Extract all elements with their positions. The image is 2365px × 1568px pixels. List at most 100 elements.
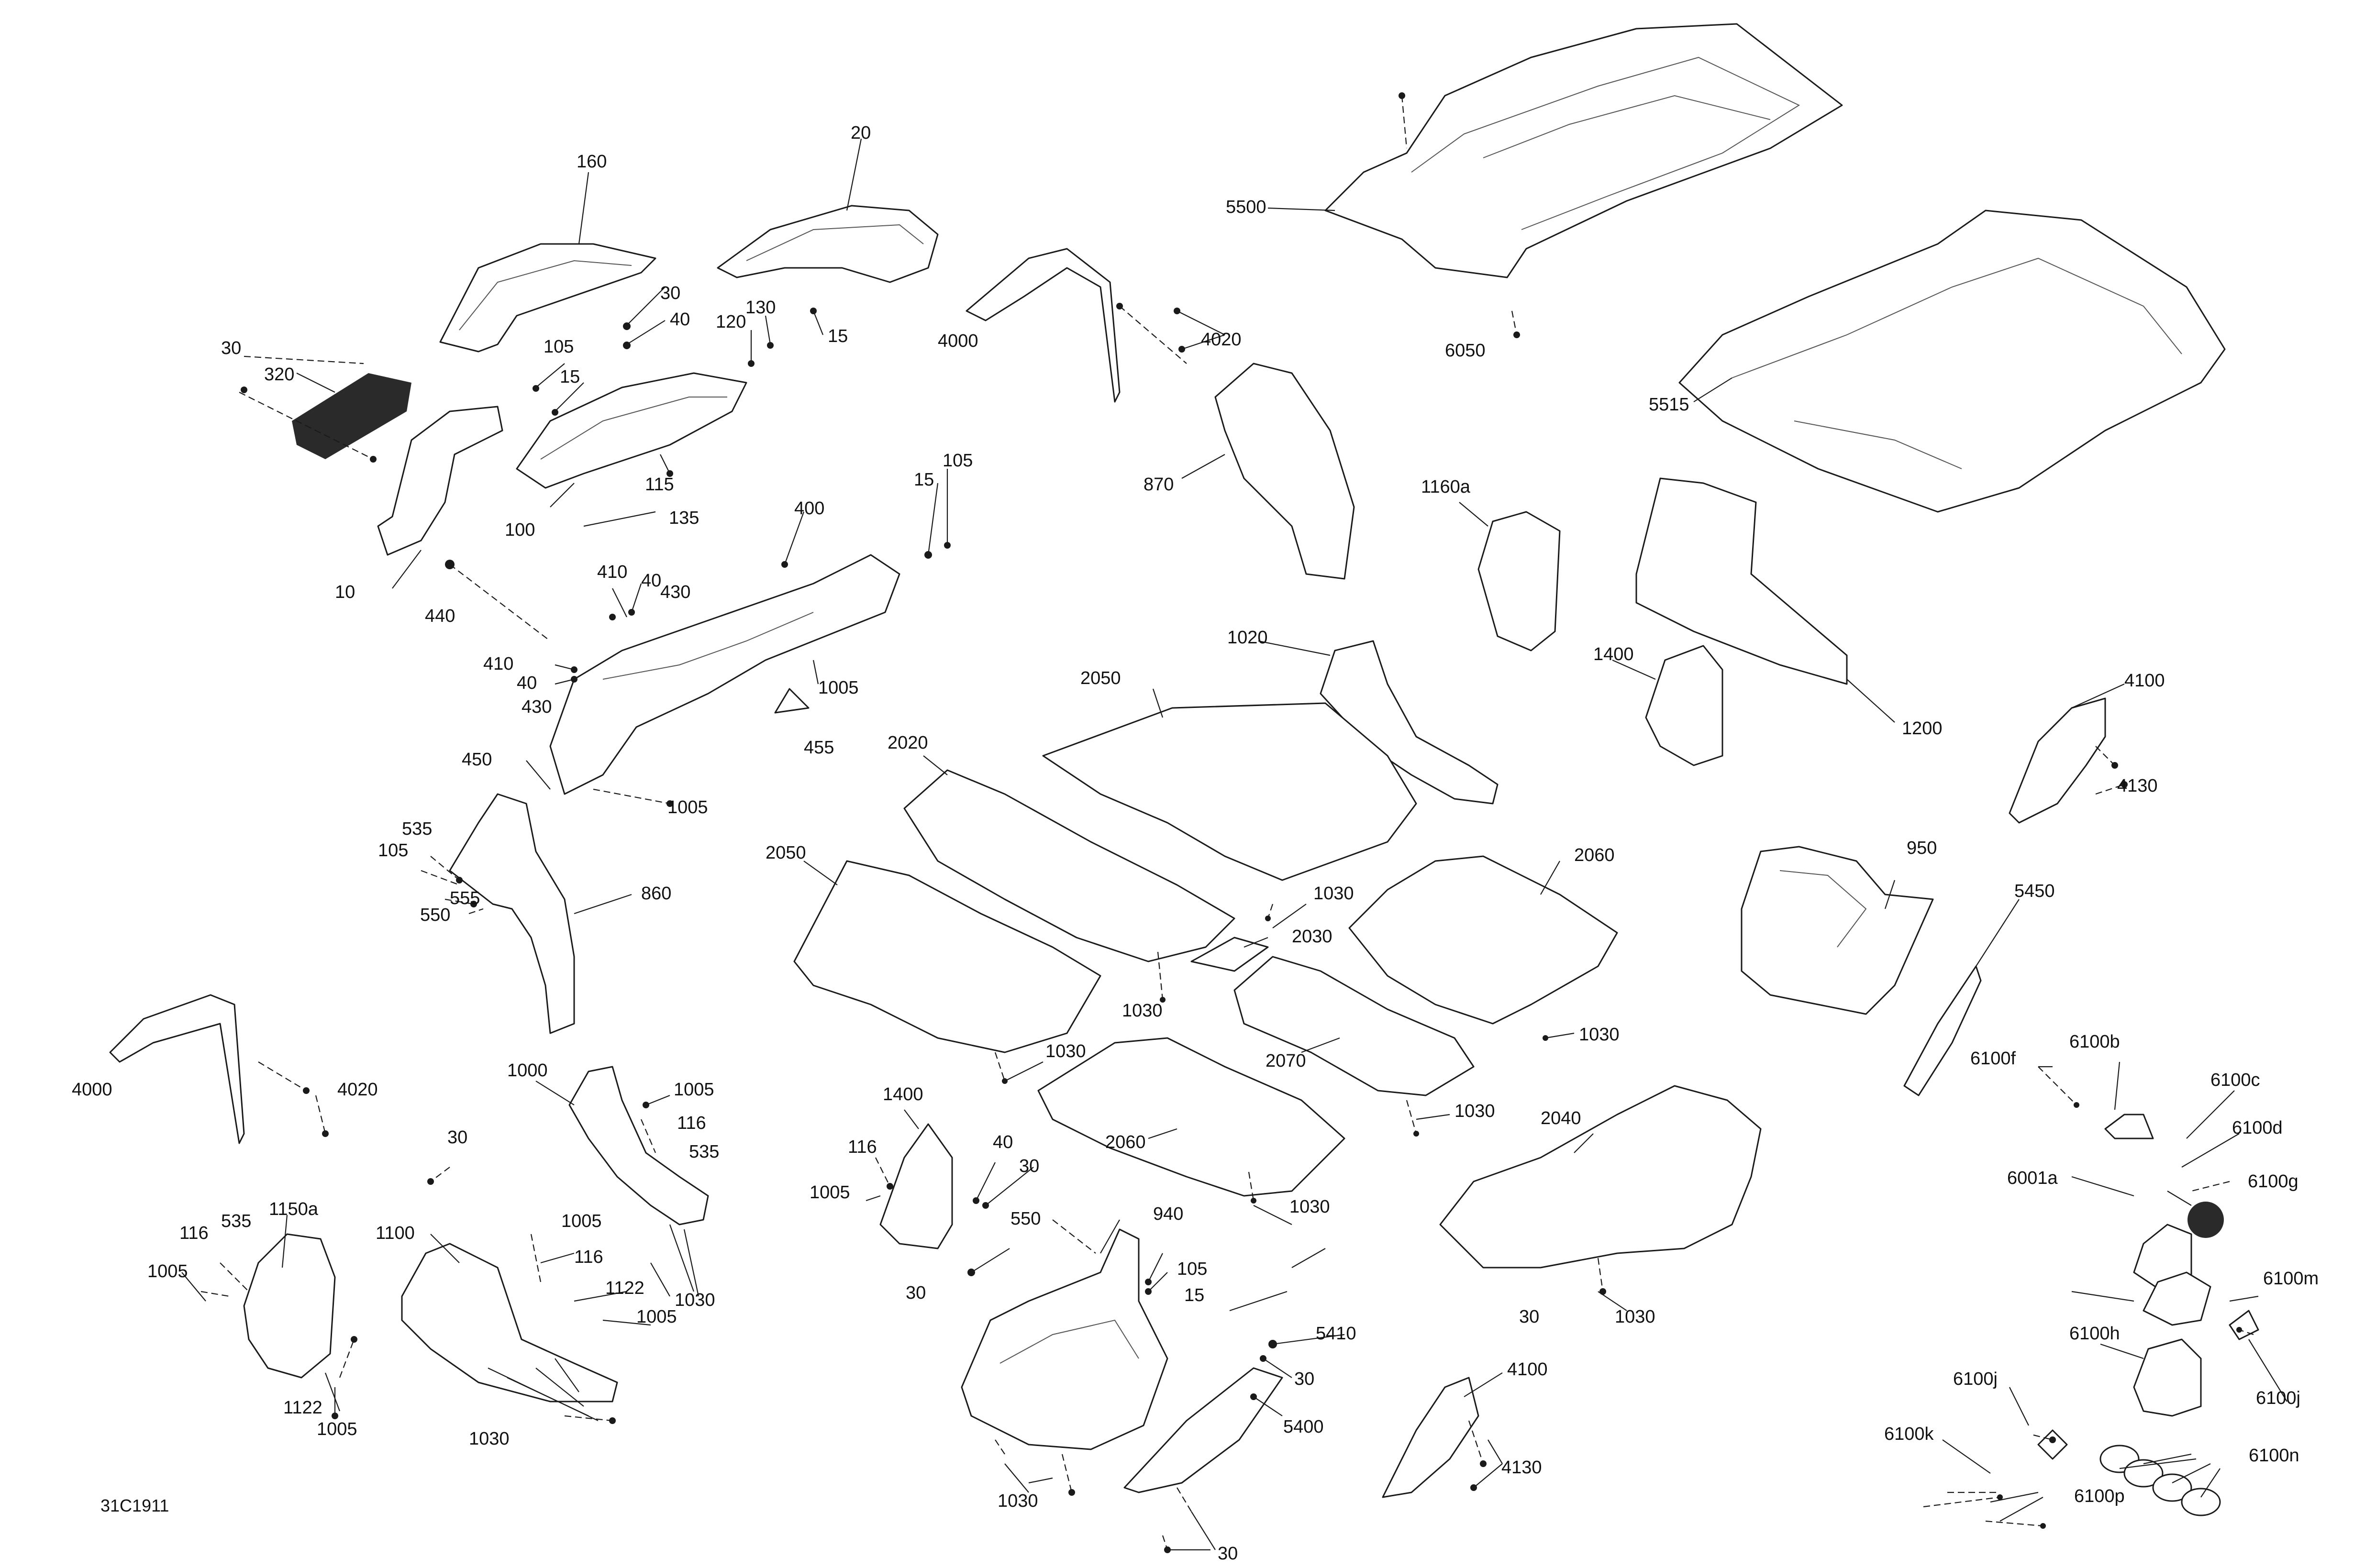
diagram-code: 31C1911: [100, 1496, 169, 1515]
callout-1030: 1030: [1313, 883, 1354, 904]
part-1200-bulkhead: [1635, 477, 1848, 685]
callout-2060: 2060: [1574, 845, 1615, 865]
callout-30: 30: [447, 1127, 467, 1148]
callout-1030: 1030: [1045, 1041, 1086, 1061]
callout-1020: 1020: [1227, 628, 1268, 648]
part-5500-roof: [1324, 23, 1843, 278]
callout-940: 940: [1153, 1204, 1183, 1224]
callout-4020: 4020: [337, 1080, 378, 1100]
callout-15: 15: [1184, 1285, 1204, 1305]
callout-450: 450: [462, 750, 492, 770]
callout-1005: 1005: [674, 1080, 714, 1100]
callout-1005: 1005: [561, 1211, 602, 1231]
callout-1400: 1400: [1593, 644, 1634, 664]
callout-6100j: 6100j: [1953, 1369, 1998, 1389]
callout-6100n: 6100n: [2249, 1446, 2299, 1466]
callout-950: 950: [1907, 838, 1937, 858]
callout-116: 116: [848, 1137, 877, 1157]
callout-1400: 1400: [883, 1084, 923, 1104]
callout-6100d: 6100d: [2232, 1118, 2283, 1138]
part-4100-panel-upper: [2009, 697, 2106, 824]
part-2050-floor-lower: [793, 860, 1101, 1053]
callout-1122: 1122: [283, 1398, 322, 1418]
callout-116: 116: [179, 1223, 209, 1243]
part-1020-panel: [1320, 640, 1499, 805]
callout-30: 30: [221, 338, 241, 358]
callout-6100p: 6100p: [2074, 1486, 2125, 1506]
part-1400-panel-lower: [879, 1123, 953, 1249]
part-860-duct: [449, 793, 575, 1034]
part-5450-panel: [1903, 965, 1982, 1096]
callout-430: 430: [660, 582, 690, 602]
callout-5400: 5400: [1283, 1417, 1324, 1437]
fasteners: [241, 92, 2242, 1553]
part-950-tub: [1741, 846, 1934, 1015]
callout-5500: 5500: [1226, 197, 1266, 217]
callout-5515: 5515: [1649, 395, 1689, 415]
callout-30: 30: [906, 1283, 926, 1303]
callout-120: 120: [716, 312, 746, 332]
callout-440: 440: [425, 606, 455, 626]
callout-550: 550: [420, 905, 450, 925]
callout-labels: 160 20 30 40 120 130 15 105 15 30 320 11…: [72, 123, 2319, 1564]
callout-1160a: 1160a: [1421, 477, 1471, 497]
callout-30: 30: [1218, 1544, 1238, 1564]
callout-870: 870: [1144, 475, 1174, 495]
callout-410: 410: [483, 654, 513, 674]
callout-1200: 1200: [1902, 718, 1943, 739]
callout-4000: 4000: [938, 331, 978, 351]
callout-410: 410: [597, 562, 627, 582]
callout-1005: 1005: [667, 797, 708, 817]
callout-40: 40: [641, 571, 661, 591]
callout-535: 535: [402, 819, 432, 839]
callout-116: 116: [574, 1247, 603, 1267]
callout-160: 160: [577, 152, 607, 172]
callout-4130: 4130: [2117, 776, 2158, 796]
callout-320: 320: [264, 364, 294, 385]
callout-105: 105: [378, 840, 408, 861]
part-2020-floor: [903, 769, 1235, 962]
callout-30: 30: [1519, 1307, 1539, 1327]
callout-100: 100: [505, 520, 535, 540]
part-2050-floor-upper: [1042, 702, 1417, 881]
callout-20: 20: [851, 123, 871, 143]
callout-30: 30: [660, 283, 680, 303]
callout-1030: 1030: [675, 1290, 715, 1310]
callout-30: 30: [1019, 1156, 1039, 1176]
callout-4000: 4000: [72, 1080, 112, 1100]
part-870-panel: [1214, 363, 1355, 580]
callout-15: 15: [828, 326, 848, 346]
callout-116: 116: [677, 1113, 706, 1133]
callout-40: 40: [517, 673, 537, 693]
callout-2070: 2070: [1266, 1051, 1306, 1071]
part-4100-panel-lower: [1382, 1377, 1479, 1498]
callout-2040: 2040: [1541, 1108, 1581, 1128]
callout-860: 860: [641, 883, 671, 904]
callout-1030: 1030: [1455, 1101, 1495, 1121]
part-1400-panel-upper: [1645, 645, 1723, 766]
part-1160a-panel: [1477, 511, 1561, 651]
callout-555: 555: [450, 888, 480, 908]
callout-430: 430: [522, 697, 552, 717]
callout-130: 130: [745, 298, 776, 318]
callout-535: 535: [689, 1142, 719, 1162]
part-320-grille: [292, 373, 411, 459]
part-4000-pillar-upper: [966, 248, 1121, 403]
leader-lines: [181, 95, 2287, 1551]
callout-1000: 1000: [507, 1060, 548, 1081]
callout-1122: 1122: [605, 1278, 644, 1298]
callout-535: 535: [221, 1211, 251, 1231]
callout-6100b: 6100b: [2069, 1032, 2120, 1052]
callout-105: 105: [544, 337, 574, 357]
callout-1150a: 1150a: [269, 1199, 319, 1219]
callout-105: 105: [943, 451, 973, 471]
callout-1100: 1100: [376, 1223, 415, 1243]
callout-30: 30: [1294, 1369, 1314, 1389]
callout-2050: 2050: [766, 843, 806, 863]
callout-6050: 6050: [1445, 341, 1486, 361]
part-10-duct: [377, 406, 503, 556]
callout-4100: 4100: [1507, 1359, 1548, 1380]
callout-40: 40: [670, 309, 690, 330]
part-4000-pillar-lower: [109, 994, 245, 1144]
